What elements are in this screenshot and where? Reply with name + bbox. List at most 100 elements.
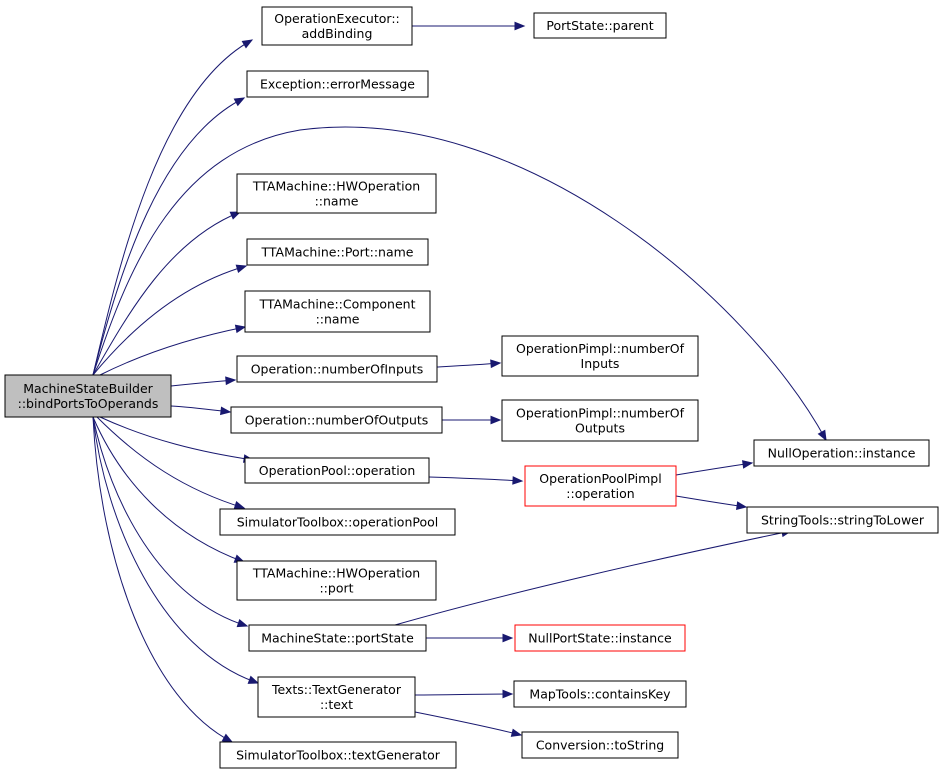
node-label-line: OperationPimpl::numberOf <box>516 341 685 356</box>
node-label-line: TTAMachine::HWOperation <box>252 566 420 581</box>
node-oppoolpimpl_operation[interactable]: OperationPoolPimpl::operation <box>524 465 677 507</box>
node-simtoolbox_textgen[interactable]: SimulatorToolbox::textGenerator <box>219 741 457 769</box>
node-root[interactable]: MachineStateBuilder::bindPortsToOperands <box>4 374 172 418</box>
arrowhead <box>742 460 754 469</box>
arrowhead <box>241 39 254 49</box>
node-label-line: SimulatorToolbox::textGenerator <box>236 748 441 763</box>
node-machinestate_portstate[interactable]: MachineState::portState <box>248 624 427 652</box>
edge-root-to-nullop_instance <box>92 126 827 442</box>
node-opexec_addbinding[interactable]: OperationExecutor::addBinding <box>261 6 413 46</box>
edge-textgen_text-to-conversion_tostring <box>414 711 523 737</box>
edge-oppoolpimpl_operation-to-stringtools_tolower <box>675 495 748 510</box>
node-label-line: Exception::errorMessage <box>260 77 415 92</box>
node-label-line: ::operation <box>566 486 634 501</box>
edge-oppool_operation-to-oppoolpimpl_operation <box>428 476 524 485</box>
node-label-line: NullOperation::instance <box>768 446 916 461</box>
edge-root-to-oppool_operation <box>99 416 255 463</box>
node-oppool_operation[interactable]: OperationPool::operation <box>244 457 430 484</box>
arrowhead <box>510 728 523 737</box>
node-hwop_port[interactable]: TTAMachine::HWOperation::port <box>236 560 437 601</box>
node-label-line: MachineStateBuilder <box>23 381 153 396</box>
node-port_name[interactable]: TTAMachine::Port::name <box>246 238 429 266</box>
node-label-line: TTAMachine::HWOperation <box>252 179 420 194</box>
node-box <box>236 173 437 214</box>
arrowhead <box>235 264 248 273</box>
edges-layer <box>92 21 827 743</box>
edge-root-to-hwop_name <box>92 211 242 376</box>
arrowhead <box>817 429 827 442</box>
edge-root-to-opexec_addbinding <box>92 39 254 376</box>
arrowhead <box>490 415 502 425</box>
edge-machinestate_portstate-to-stringtools_tolower <box>394 528 793 626</box>
edge-root-to-op_numoutputs <box>170 405 232 416</box>
node-oppimpl_numinputs[interactable]: OperationPimpl::numberOfInputs <box>501 335 699 377</box>
node-simtoolbox_oppool[interactable]: SimulatorToolbox::operationPool <box>219 508 456 536</box>
node-nullop_instance[interactable]: NullOperation::instance <box>753 439 930 467</box>
arrowhead <box>233 500 246 510</box>
node-conversion_tostring[interactable]: Conversion::toString <box>521 731 679 759</box>
node-box <box>524 465 677 507</box>
node-box <box>261 6 413 46</box>
node-box <box>248 624 427 652</box>
node-label-line: PortState::parent <box>546 18 653 33</box>
node-box <box>521 731 679 759</box>
node-label-line: ::port <box>319 581 353 596</box>
node-box <box>246 238 429 266</box>
node-label-line: OperationPool::operation <box>259 463 416 478</box>
edge-root-to-simtoolbox_textgen <box>92 416 234 743</box>
node-label-line: Operation::numberOfOutputs <box>245 413 429 428</box>
node-label-line: ::name <box>315 194 359 209</box>
edge-root-to-port_name <box>92 264 248 376</box>
node-op_numinputs[interactable]: Operation::numberOfInputs <box>236 355 438 383</box>
arrowhead <box>220 406 232 416</box>
node-box <box>246 70 429 98</box>
node-label-line: SimulatorToolbox::operationPool <box>237 515 439 530</box>
arrowhead <box>247 675 260 684</box>
node-label-line: OperationPoolPimpl <box>539 471 661 486</box>
node-component_name[interactable]: TTAMachine::Component::name <box>244 290 431 333</box>
node-label-line: ::text <box>320 697 353 712</box>
node-box <box>244 290 431 333</box>
edge-machinestate_portstate-to-nullportstate_instance <box>425 633 514 643</box>
arrowhead <box>514 21 526 31</box>
node-box <box>230 406 443 434</box>
node-label-line: NullPortState::instance <box>528 631 672 646</box>
node-exception_errormessage[interactable]: Exception::errorMessage <box>246 70 429 98</box>
node-box <box>219 508 456 536</box>
node-textgen_text[interactable]: Texts::TextGenerator::text <box>257 676 416 718</box>
node-label-line: Operation::numberOfInputs <box>251 362 424 377</box>
node-op_numoutputs[interactable]: Operation::numberOfOutputs <box>230 406 443 434</box>
node-label-line: addBinding <box>302 26 373 41</box>
edge-opexec_addbinding-to-portstate_parent <box>412 21 526 31</box>
node-box <box>753 439 930 467</box>
node-label-line: StringTools::stringToLower <box>761 513 925 528</box>
node-box <box>257 676 416 718</box>
arrowhead <box>229 211 242 220</box>
arrowhead <box>736 501 748 510</box>
node-box <box>513 680 687 708</box>
edge-op_numinputs-to-oppimpl_numinputs <box>436 359 502 369</box>
node-oppimpl_numoutputs[interactable]: OperationPimpl::numberOfOutputs <box>501 399 699 442</box>
node-maptools_containskey[interactable]: MapTools::containsKey <box>513 680 687 708</box>
arrowhead <box>234 324 247 334</box>
node-label-line: Conversion::toString <box>536 738 664 753</box>
arrowhead <box>233 97 246 107</box>
node-label-line: Texts::TextGenerator <box>271 682 402 697</box>
node-box <box>4 374 172 418</box>
node-hwop_name[interactable]: TTAMachine::HWOperation::name <box>236 173 437 214</box>
node-stringtools_tolower[interactable]: StringTools::stringToLower <box>746 506 939 534</box>
node-label-line: ::name <box>316 312 360 327</box>
node-nullportstate_instance[interactable]: NullPortState::instance <box>514 624 686 652</box>
edge-root-to-op_numinputs <box>170 376 237 387</box>
node-box <box>219 741 457 769</box>
edge-root-to-exception_errormessage <box>92 97 246 376</box>
node-label-line: MapTools::containsKey <box>529 687 671 702</box>
node-portstate_parent[interactable]: PortState::parent <box>533 12 667 39</box>
arrowhead <box>490 359 502 369</box>
node-label-line: OperationExecutor:: <box>274 11 400 26</box>
edge-root-to-simtoolbox_oppool <box>96 416 246 510</box>
edge-root-to-textgen_text <box>92 416 260 684</box>
node-label-line: Inputs <box>581 356 620 371</box>
edge-root-to-component_name <box>99 324 247 376</box>
